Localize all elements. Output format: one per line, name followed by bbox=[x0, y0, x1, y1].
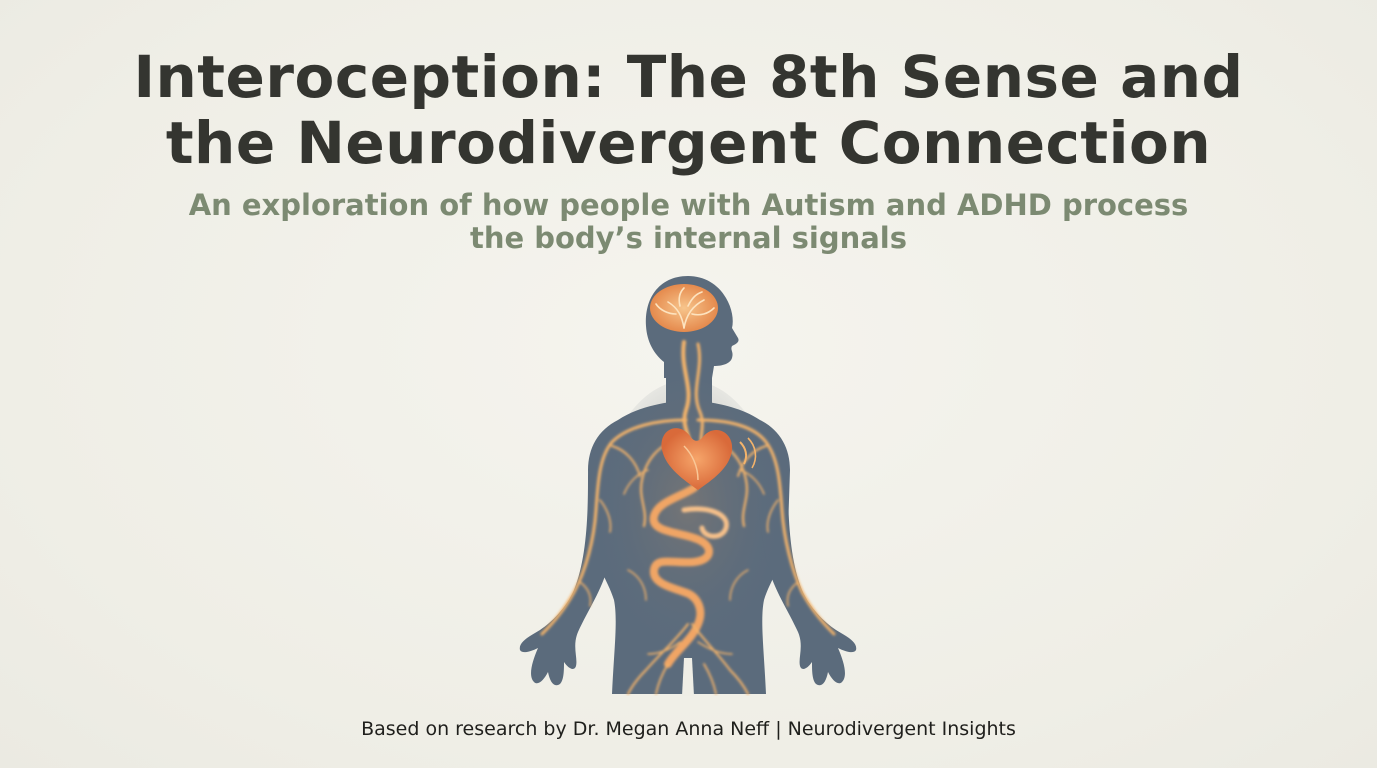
slide-title-line-1: Interoception: The 8th Sense and bbox=[133, 43, 1244, 111]
nerve-network bbox=[540, 340, 836, 695]
slide-subtitle: An exploration of how people with Autism… bbox=[0, 189, 1377, 255]
slide-title-line-2: the Neurodivergent Connection bbox=[165, 109, 1212, 177]
slide-title: Interoception: The 8th Sense and the Neu… bbox=[0, 44, 1377, 176]
slide-subtitle-line-1: An exploration of how people with Autism… bbox=[188, 188, 1189, 222]
brain-glow bbox=[650, 284, 718, 332]
human-body-illustration bbox=[508, 270, 868, 696]
human-body-icon bbox=[519, 276, 857, 696]
slide-subtitle-line-2: the body’s internal signals bbox=[469, 221, 908, 255]
attribution-footer: Based on research by Dr. Megan Anna Neff… bbox=[361, 718, 1016, 740]
heart-glow bbox=[661, 428, 757, 490]
leg-gap bbox=[682, 658, 694, 696]
torso-glow bbox=[598, 380, 778, 660]
